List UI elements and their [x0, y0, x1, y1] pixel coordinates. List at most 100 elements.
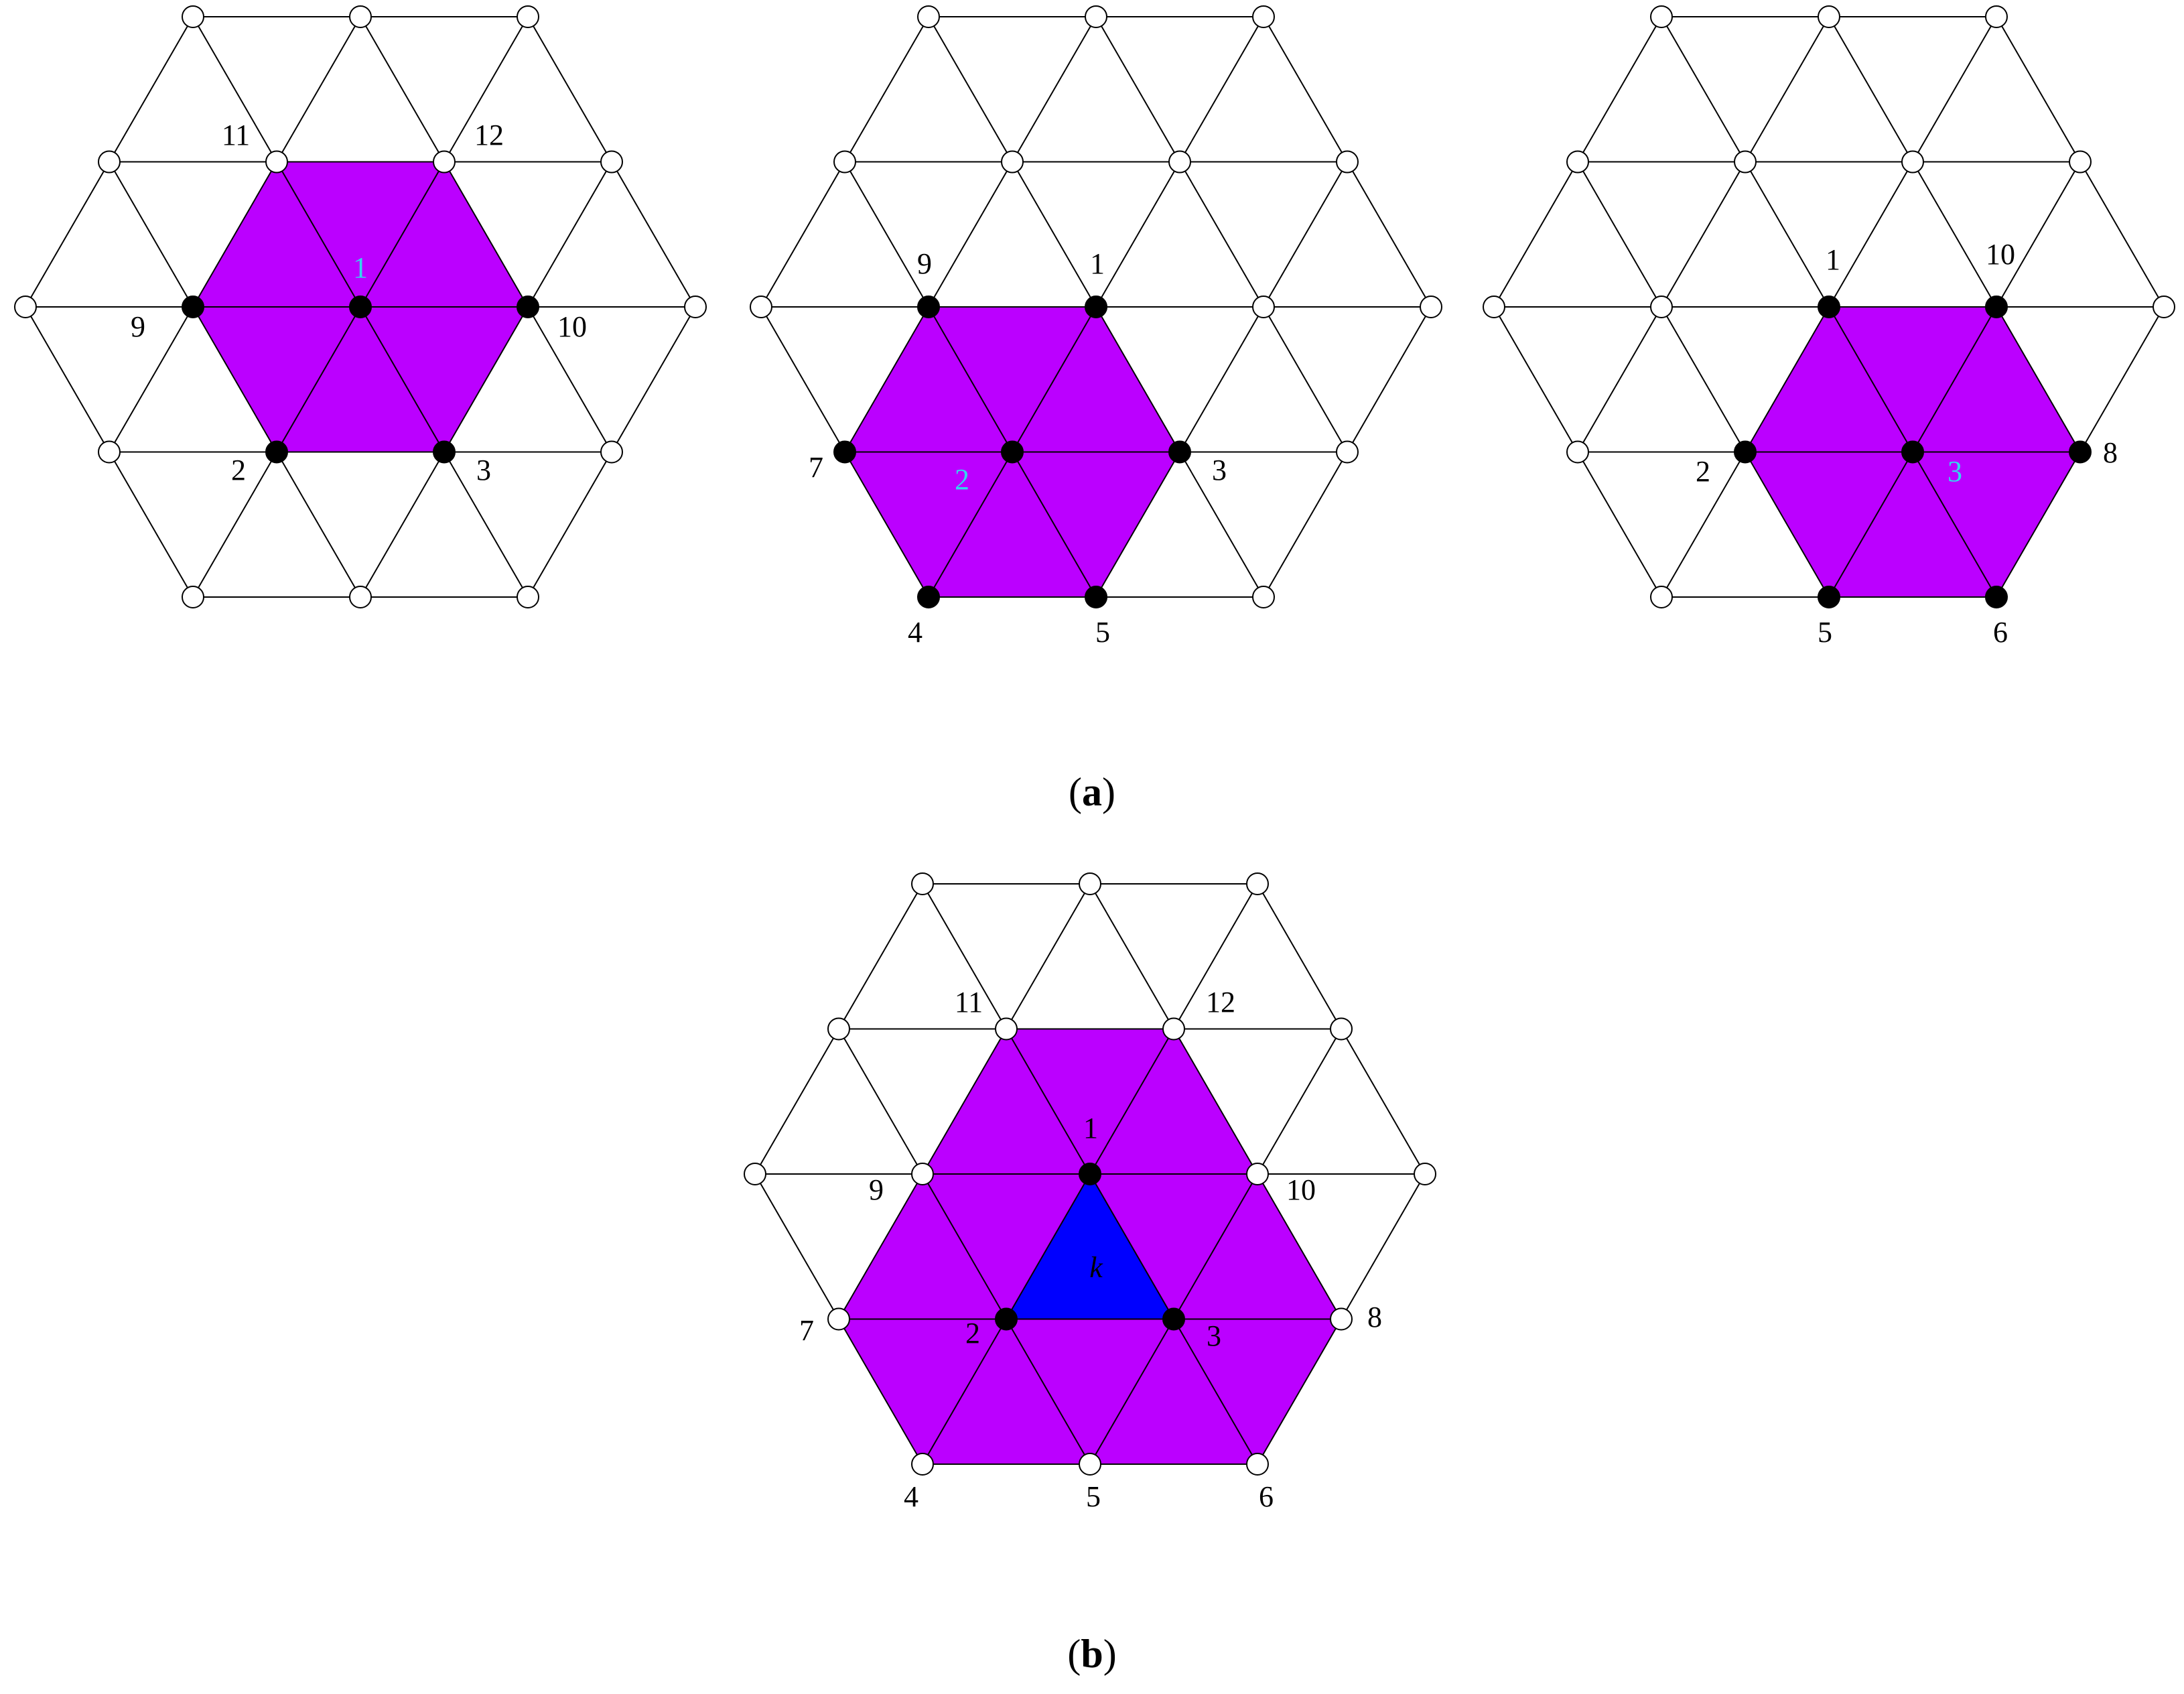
mesh-edge [1828, 451, 1913, 598]
mesh-edge [922, 1173, 1007, 1320]
mesh-node [1818, 5, 1840, 28]
mesh-edge [1745, 161, 1830, 308]
mesh-edge [360, 306, 445, 453]
mesh-edge [1095, 306, 1180, 453]
mesh-node [995, 1017, 1018, 1041]
mesh-edge [922, 883, 1007, 1030]
mesh-edge [1661, 16, 1746, 163]
node-label: 10 [1986, 238, 2015, 271]
mesh-edge [838, 1173, 923, 1320]
mesh-edge [1012, 451, 1097, 598]
patch-node [517, 296, 539, 318]
mesh-edge [1996, 16, 2081, 163]
mesh-edge [109, 451, 194, 598]
center-node-label: 2 [955, 463, 969, 496]
mesh-edge [109, 16, 194, 163]
mesh-node [1985, 5, 2008, 28]
node-label: 9 [917, 247, 932, 280]
mesh-edge [192, 306, 277, 453]
mesh-edge [443, 16, 529, 163]
patch-node [433, 440, 456, 464]
mesh-node [1414, 1163, 1436, 1185]
patch-node [995, 1307, 1018, 1331]
node-label: 6 [1259, 1480, 1274, 1513]
caption-b: (b) [1067, 1632, 1116, 1676]
mesh-edge [1257, 883, 1342, 1030]
mesh-edge [1089, 1318, 1174, 1465]
node-label: 10 [557, 310, 587, 343]
mesh-node [349, 586, 372, 608]
mesh-edge [1745, 451, 1830, 598]
panel-b-mesh [744, 872, 1436, 1476]
mesh-edge [928, 161, 1013, 308]
node-label: 12 [1206, 986, 1235, 1019]
mesh-edge [360, 161, 445, 308]
mesh-node [750, 296, 772, 318]
mesh-edge [1828, 161, 1913, 308]
patch-node [349, 296, 372, 318]
mesh-edge [1173, 1318, 1258, 1465]
mesh-node [2153, 296, 2175, 318]
mesh-edge [1263, 306, 1348, 453]
mesh-edge [2079, 161, 2165, 308]
mesh-edge [1745, 16, 1830, 163]
mesh-node [1336, 440, 1359, 464]
patch-node [917, 586, 940, 608]
mesh-node [1483, 296, 1505, 318]
node-label: 11 [955, 986, 983, 1019]
mesh-node [911, 1453, 934, 1476]
mesh-edge [760, 306, 845, 453]
mesh-node [1330, 1307, 1353, 1331]
mesh-node [1336, 150, 1359, 174]
node-label: 5 [1095, 616, 1110, 649]
mesh-edge [1828, 16, 1913, 163]
mesh-node [1566, 440, 1589, 464]
patch-node [1085, 586, 1107, 608]
node-label: 9 [869, 1173, 884, 1206]
node-label: 6 [1993, 616, 2008, 649]
mesh-edge [360, 451, 445, 598]
node-label: 10 [1286, 1173, 1316, 1206]
mesh-edge [928, 16, 1013, 163]
mesh-edge [1661, 306, 1746, 453]
mesh-edge [1012, 161, 1097, 308]
panel-a1-labels: 11 12 1 9 10 2 3 [131, 119, 587, 486]
mesh-edge [1912, 16, 1997, 163]
mesh-edge [1173, 883, 1258, 1030]
mesh-edge [1341, 1028, 1426, 1175]
mesh-node [827, 1307, 850, 1331]
center-node-label: 1 [353, 251, 368, 284]
mesh-node [911, 872, 934, 895]
mesh-edge [1006, 1028, 1091, 1175]
mesh-edge [1179, 451, 1264, 598]
patch-node [1085, 296, 1107, 318]
mesh-edge [838, 1318, 923, 1465]
patch-node [1079, 1163, 1101, 1185]
mesh-edge [1577, 16, 1662, 163]
mesh-edge [611, 161, 696, 308]
mesh-edge [276, 451, 361, 598]
mesh-edge [1263, 16, 1348, 163]
mesh-edge [928, 451, 1013, 598]
node-label: 11 [222, 119, 250, 151]
caption-a: (a) [1069, 770, 1115, 814]
node-label: 8 [1367, 1301, 1382, 1333]
node-label: 4 [904, 1480, 918, 1513]
mesh-edge [276, 16, 361, 163]
mesh-edge [1577, 306, 1662, 453]
mesh-edge [1912, 306, 1997, 453]
mesh-edge [109, 161, 194, 308]
mesh-edge [1341, 1173, 1426, 1320]
mesh-node [833, 150, 856, 174]
mesh-edge [1006, 1173, 1091, 1320]
panel-a2-mesh [750, 5, 1442, 608]
mesh-edge [1347, 306, 1432, 453]
mesh-edge [1347, 161, 1432, 308]
mesh-edge [1173, 1028, 1258, 1175]
mesh-edge [1996, 451, 2081, 598]
mesh-node [1246, 1453, 1269, 1476]
mesh-edge [1257, 1318, 1342, 1465]
node-label: 2 [1696, 455, 1710, 488]
mesh-edge [928, 306, 1013, 453]
mesh-edge [844, 161, 929, 308]
